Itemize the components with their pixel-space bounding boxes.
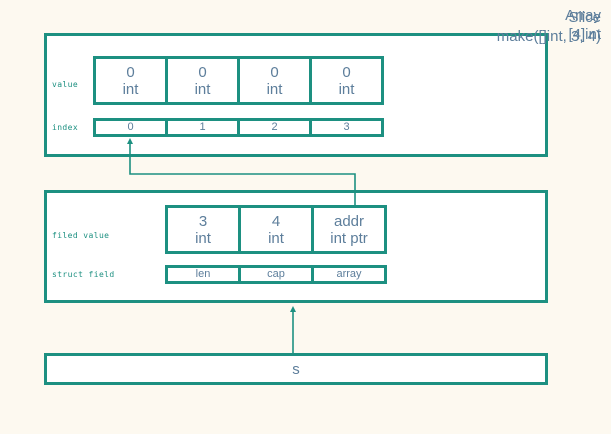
slice-value-cell-cap: 4 int [238, 205, 314, 254]
array-value-0: 0 [126, 63, 135, 81]
array-row-label-value: value [52, 80, 79, 89]
slice-field-row: len cap array [165, 265, 387, 284]
array-value-cell-2: 0 int [237, 56, 312, 105]
slice-value-row: 3 int 4 int addr int ptr [165, 205, 387, 254]
array-index-cell-3: 3 [309, 118, 384, 137]
array-index-row: 0 1 2 3 [93, 118, 384, 137]
slice-value-type-len: int [195, 229, 211, 247]
array-value-cell-0: 0 int [93, 56, 168, 105]
slice-caption: Slice make([]int, 3, 4) [497, 8, 601, 46]
slice-caption-line1: Slice [568, 9, 601, 26]
variable-group-box: s [44, 353, 548, 385]
array-caption: Array [4]int [565, 6, 601, 44]
array-value-type-0: int [122, 80, 139, 98]
array-value-2: 0 [270, 63, 279, 81]
slice-value-type-array: int ptr [330, 229, 368, 247]
slice-value-array: addr [333, 212, 365, 230]
slice-field-cell-len: len [165, 265, 241, 284]
slice-field-cell-cap: cap [238, 265, 314, 284]
slice-caption-line2: make([]int, 3, 4) [496, 28, 601, 45]
array-value-3: 0 [342, 63, 351, 81]
array-caption-line2: [4]int [568, 26, 601, 43]
array-caption-line1: Array [565, 7, 601, 24]
array-index-cell-2: 2 [237, 118, 312, 137]
array-value-1: 0 [198, 63, 207, 81]
slice-value-len: 3 [198, 212, 208, 230]
slice-value-cell-len: 3 int [165, 205, 241, 254]
slice-field-cell-array: array [311, 265, 387, 284]
array-value-row: 0 int 0 int 0 int 0 int [93, 56, 384, 105]
array-value-cell-3: 0 int [309, 56, 384, 105]
variable-name: s [292, 360, 300, 378]
array-row-label-index: index [52, 123, 79, 132]
array-value-type-2: int [266, 80, 283, 98]
slice-value-cell-array: addr int ptr [311, 205, 387, 254]
array-value-type-1: int [194, 80, 211, 98]
slice-value-type-cap: int [268, 229, 284, 247]
slice-row-label-filed-value: filed value [52, 231, 110, 240]
array-index-cell-0: 0 [93, 118, 168, 137]
slice-value-cap: 4 [271, 212, 281, 230]
array-index-cell-1: 1 [165, 118, 240, 137]
array-value-cell-1: 0 int [165, 56, 240, 105]
slice-row-label-struct-field: struct field [52, 270, 115, 279]
array-value-type-3: int [338, 80, 355, 98]
